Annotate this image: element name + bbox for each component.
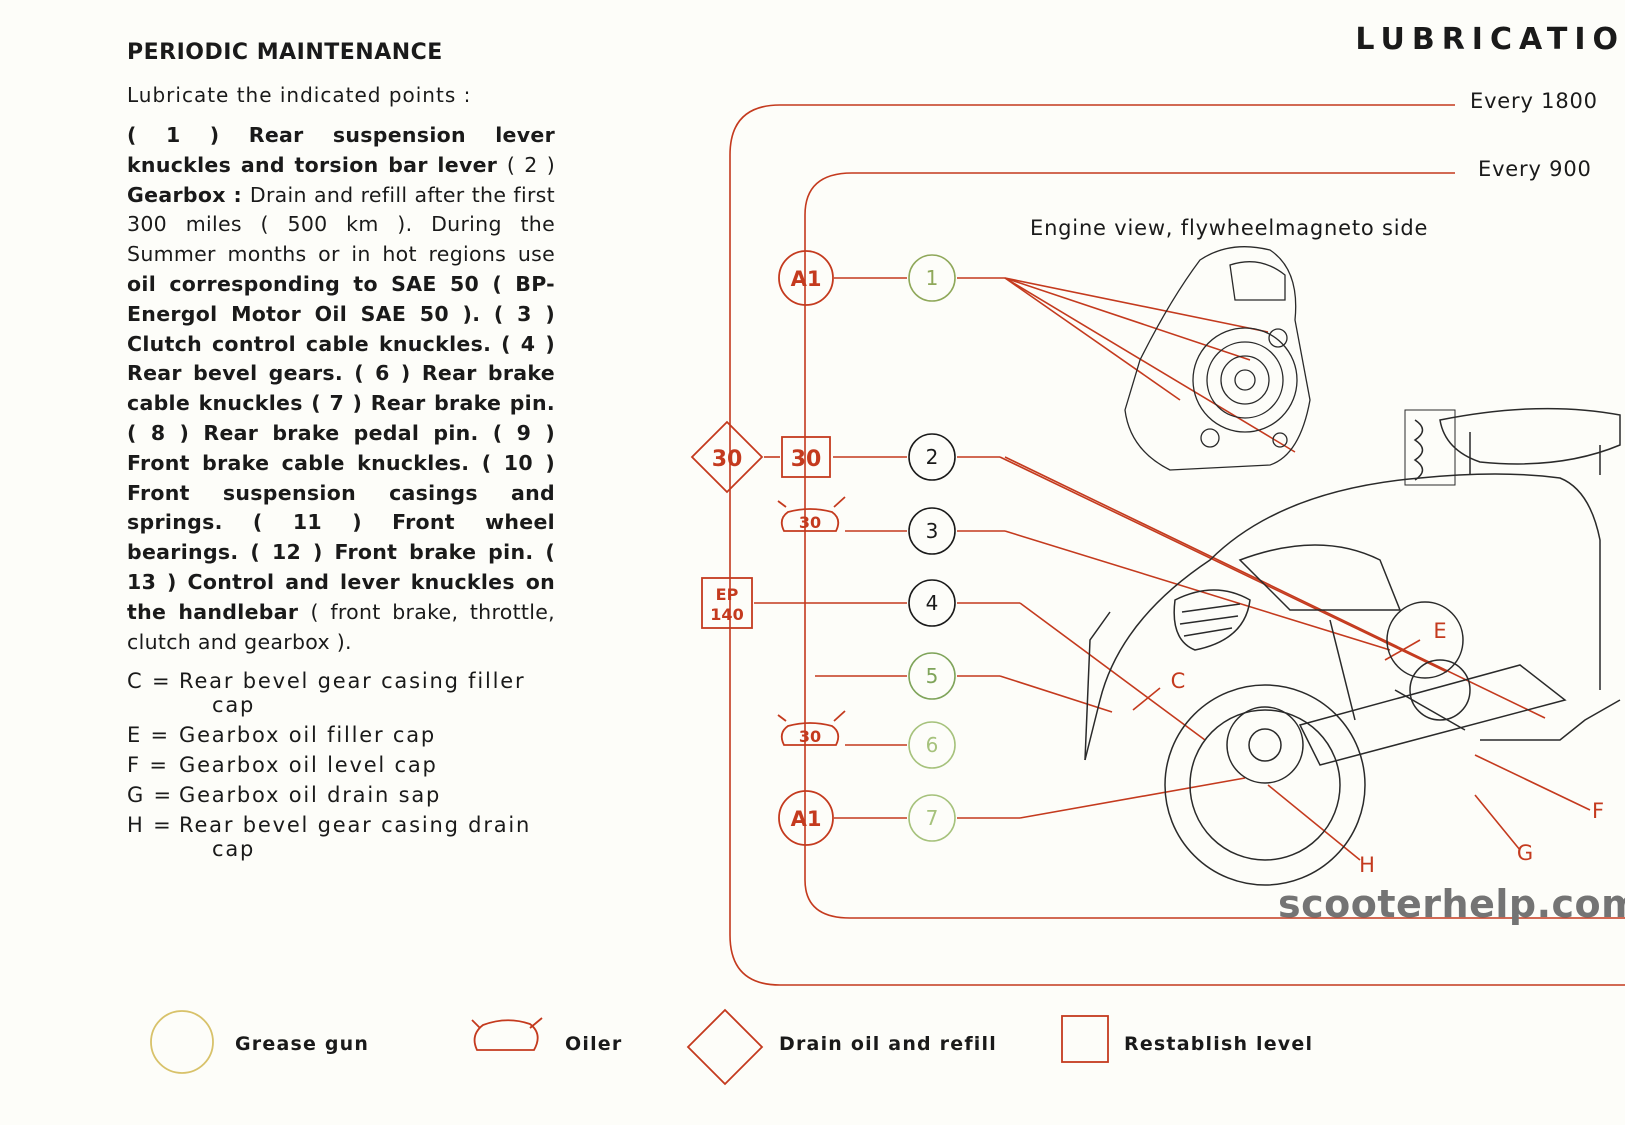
maintenance-text-column: PERIODIC MAINTENANCE Lubricate the indic… [127,40,555,861]
lube-point-circle-6 [908,721,956,769]
interval-900-label: Every 900 [1478,157,1592,181]
intro-line: Lubricate the indicated points : [127,83,472,107]
lube-point-number: 5 [926,664,939,688]
scooter-sketch [1084,407,1621,886]
restablish-symbol [1061,1015,1109,1063]
restablish-level-square [781,436,831,478]
frame-inner-line [804,172,1625,919]
lube-point-number: 6 [926,733,939,757]
legend-row: E = Gearbox oil filler cap [127,723,555,747]
oiler-symbol-3 [780,508,840,532]
legend-row: G =Gearbox oil drain sap [127,783,555,807]
oiler-symbol-6 [780,722,840,746]
legend-text: Gearbox oil filler cap [179,723,436,748]
part-letter-e: E [1433,619,1446,643]
diamond-label: 30 [712,447,743,472]
legend-key: F = [127,753,169,778]
frame-outer-line [729,104,1625,986]
lube-point-number: 4 [926,591,939,615]
grease-gun-symbol [150,1010,214,1074]
legend-text: Rear bevel gear casing filler [179,669,526,694]
a1-label-bottom: A1 [791,807,822,831]
legend-text-continued: cap [212,693,256,718]
a1-label-top: A1 [791,267,822,291]
paragraph-segment: Drain and refill after the first 300 mil… [127,182,555,267]
ep-label-line2: 140 [710,605,743,624]
legend-key: C = [127,669,172,694]
oiler-label-6: 30 [799,727,821,746]
paragraph-segment: Gearbox : [127,182,250,207]
oiler-label: Oiler [565,1033,623,1055]
part-letter-g: G [1517,841,1533,865]
restablish-label: Restablish level [1124,1033,1314,1055]
lube-point-number: 1 [926,266,939,290]
paragraph-segment: ( 2 ) [506,152,555,177]
drain-symbol [686,1008,764,1086]
maintenance-paragraph: ( 1 ) Rear suspension lever knuckles and… [127,121,555,657]
engine-view-caption: Engine view, flywheelmagneto side [1030,216,1429,240]
lube-point-number: 3 [926,519,939,543]
watermark: scooterhelp.com [1278,882,1625,926]
lube-point-number: 2 [926,445,939,469]
legend-row: F = Gearbox oil level cap [127,753,555,777]
paragraph-segment: Rear suspension lever knuckles and torsi… [127,123,555,177]
legend-text: Gearbox oil level cap [179,753,438,778]
lube-point-circle-7 [908,794,956,842]
lube-point-circle-5 [908,652,956,700]
legend-key: G = [127,783,173,808]
paragraph-segment: ( front brake, throttle, clutch and gear… [127,599,555,654]
legend-key: E = [127,723,170,748]
legend-key: H = [127,813,173,838]
lube-point-number: 7 [926,806,939,830]
legend-text: Gearbox oil drain sap [179,783,442,808]
part-letter-h: H [1359,853,1375,877]
engine-sketch [1124,246,1311,471]
lube-point-circle-2 [908,433,956,481]
ep-label-line1: EP [716,585,739,604]
lube-point-circle-4 [908,579,956,627]
a1-symbol-top [778,250,834,306]
square-label: 30 [791,447,822,472]
drain-refill-diamond [690,420,764,494]
paragraph-segment: oil corresponding to SAE 50 ( BP-Energol… [127,271,555,624]
interval-1800-label: Every 1800 [1470,89,1598,113]
drain-label: Drain oil and refill [779,1033,997,1055]
legend-text: Rear bevel gear casing drain [179,813,532,838]
paragraph-segment: use [517,242,555,267]
ep140-box [701,577,753,629]
page-title: LUBRICATIO [1355,22,1625,57]
legend-text-continued: cap [212,837,256,862]
oiler-label-3: 30 [799,513,821,532]
lube-point-circle-1 [908,254,956,302]
part-letter-c: C [1171,669,1186,693]
section-heading: PERIODIC MAINTENANCE [127,40,443,65]
grease-gun-label: Grease gun [235,1033,370,1055]
part-letter-f: F [1592,799,1604,823]
a1-symbol-bottom [778,790,834,846]
lube-point-circle-3 [908,507,956,555]
oiler-symbol [471,1017,543,1051]
paragraph-segment: ( 1 ) [127,123,249,147]
